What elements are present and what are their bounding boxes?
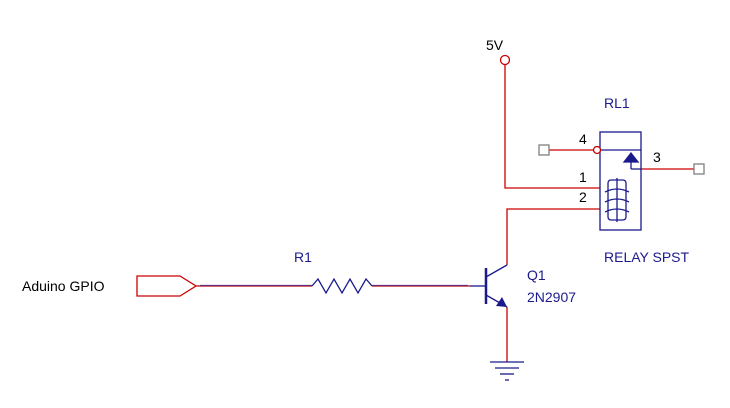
relay-pin4-label: 4 <box>579 131 587 147</box>
transistor-value: 2N2907 <box>527 289 576 305</box>
resistor-r1-icon <box>311 277 373 295</box>
ground-icon <box>490 361 524 381</box>
transistor-q1 <box>470 264 508 308</box>
relay-ref: RL1 <box>604 95 630 111</box>
relay-coil-winding <box>604 178 630 222</box>
relay-value: RELAY SPST <box>604 249 690 265</box>
transistor-emitter-arrow-icon <box>496 297 507 307</box>
resistor-ref: R1 <box>294 249 312 265</box>
supply-terminal-5v <box>499 54 511 66</box>
relay-pin4-circle <box>592 145 602 155</box>
relay-rl1 <box>599 131 642 231</box>
relay-pin2-label: 2 <box>579 189 587 205</box>
gpio-input-port-icon <box>136 275 198 297</box>
relay-pin3-label: 3 <box>653 149 661 165</box>
terminal-left <box>538 144 550 156</box>
supply-label: 5V <box>486 37 504 53</box>
relay-pin1-label: 1 <box>579 169 587 185</box>
terminal-right <box>693 163 705 175</box>
transistor-ref: Q1 <box>527 267 546 283</box>
wire-5v-to-relay-pin1 <box>504 65 600 189</box>
relay-contact-arrow-icon <box>622 151 640 163</box>
relay-body <box>599 131 642 231</box>
transistor-collector-lead <box>485 264 508 278</box>
gpio-label: Aduino GPIO <box>22 278 105 294</box>
wire-relay-pin2-to-collector <box>506 208 600 265</box>
